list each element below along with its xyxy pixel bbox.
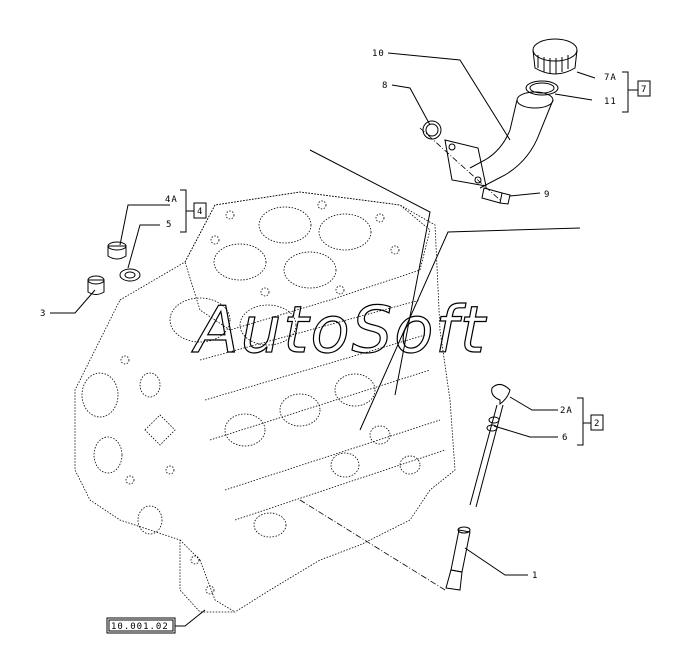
callout-3: 3 xyxy=(40,309,46,319)
callout-1: 1 xyxy=(532,571,538,581)
filler-tube-10 xyxy=(444,91,554,189)
callout-2a: 2A xyxy=(560,406,573,416)
washer-5 xyxy=(119,268,141,282)
o-ring-8 xyxy=(422,120,442,140)
bolt-9 xyxy=(481,187,511,205)
group-ref-7: 7 xyxy=(637,80,651,97)
group-ref-4: 4 xyxy=(193,202,207,219)
dipstick-2a xyxy=(469,384,511,508)
dipstick-tube-1 xyxy=(445,526,471,591)
group-ref-7-label: 7 xyxy=(641,85,647,95)
callout-7a: 7A xyxy=(604,73,617,83)
callout-9: 9 xyxy=(544,190,550,200)
seal-6 xyxy=(486,416,500,432)
cross-reference-box[interactable]: 10.001.02 xyxy=(106,617,176,634)
callout-10: 10 xyxy=(372,49,385,59)
callout-11: 11 xyxy=(604,97,617,107)
callout-6: 6 xyxy=(562,433,568,443)
group-ref-4-label: 4 xyxy=(197,207,203,217)
engine-block-drawing xyxy=(74,191,456,613)
oil-filler-cap-7a xyxy=(532,38,578,75)
callout-4a: 4A xyxy=(165,195,178,205)
watermark-text: AutoSoft xyxy=(191,294,488,368)
group-ref-2: 2 xyxy=(590,414,604,431)
group-ref-2-label: 2 xyxy=(594,419,600,429)
plug-3 xyxy=(87,275,105,295)
callout-5: 5 xyxy=(166,220,172,230)
callout-8: 8 xyxy=(382,81,388,91)
cross-reference-label: 10.001.02 xyxy=(111,622,169,632)
plug-4a xyxy=(107,241,127,260)
